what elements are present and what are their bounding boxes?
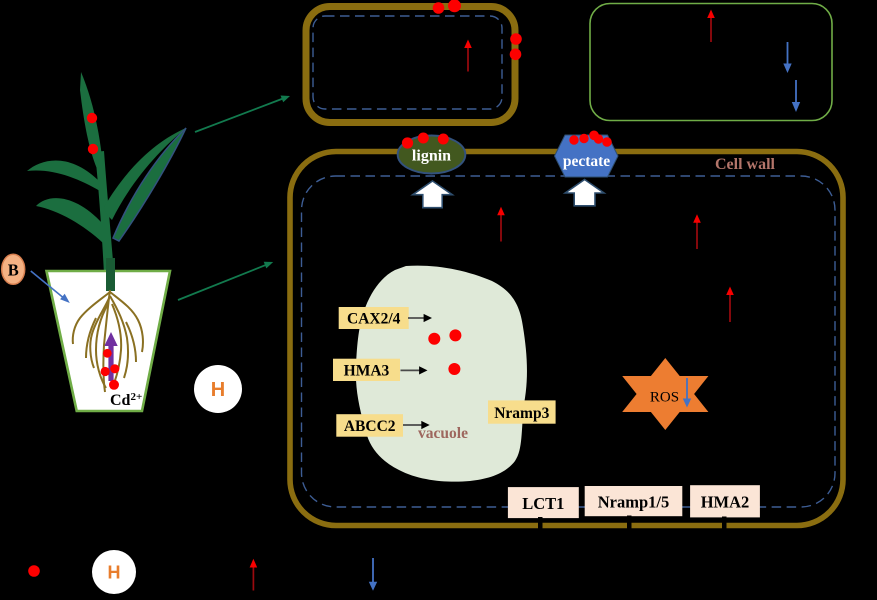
- svg-text:ROS: ROS: [650, 390, 679, 406]
- svg-text:Cell wall: Cell wall: [715, 156, 776, 173]
- svg-text:HMA2: HMA2: [701, 493, 750, 512]
- svg-text:HMA3: HMA3: [344, 363, 390, 380]
- svg-text:vacuole: vacuole: [418, 425, 468, 442]
- svg-text:H: H: [211, 379, 225, 401]
- svg-text:LCT1: LCT1: [522, 494, 564, 513]
- svg-text:pectate: pectate: [563, 153, 610, 170]
- svg-text:Nramp1/5: Nramp1/5: [598, 493, 670, 512]
- svg-text:lignin: lignin: [412, 148, 451, 165]
- svg-text:H: H: [108, 563, 121, 583]
- svg-text:ABCC2: ABCC2: [344, 418, 396, 435]
- svg-text:CAX2/4: CAX2/4: [347, 311, 401, 328]
- svg-text:B: B: [8, 261, 19, 280]
- svg-text:Nramp3: Nramp3: [494, 405, 549, 422]
